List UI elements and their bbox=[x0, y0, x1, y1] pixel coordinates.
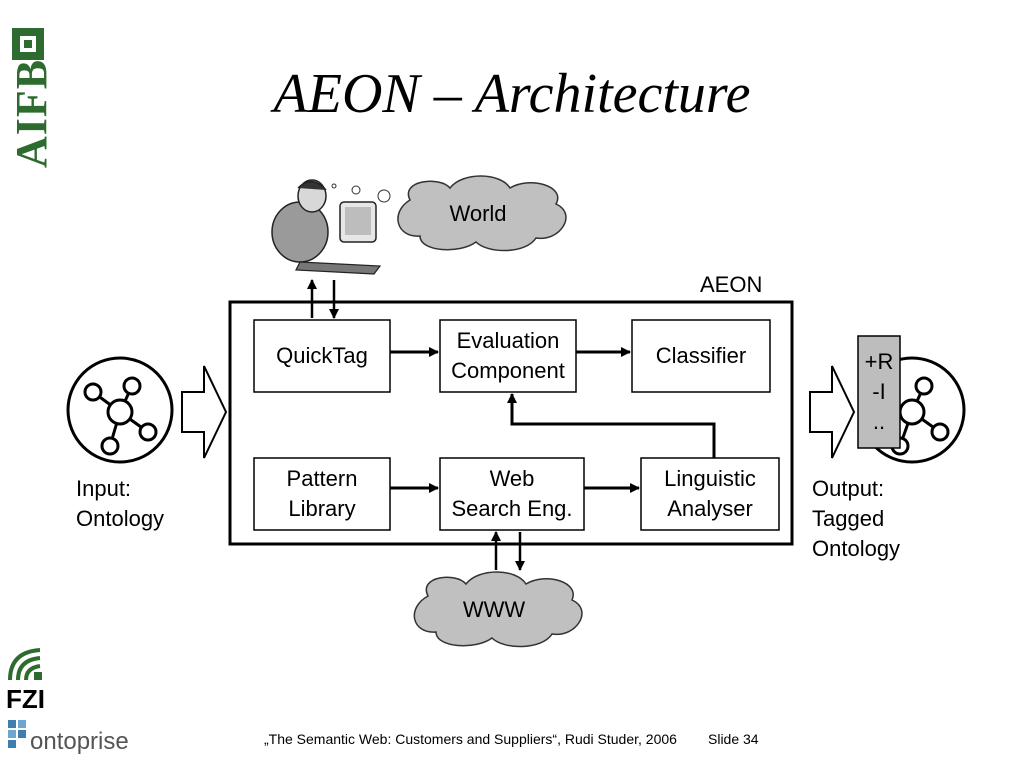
page-title: AEON – Architecture bbox=[273, 63, 751, 125]
www-cloud-label: WWW bbox=[462, 597, 526, 622]
tag-card-label: +R -I .. bbox=[864, 349, 894, 434]
pattern-library-label: Pattern Library bbox=[286, 466, 358, 521]
linguistic-analyser-label: Linguistic Analyser bbox=[664, 466, 756, 521]
ontoprise-wordmark: ontoprise bbox=[30, 728, 129, 755]
arrow-linguistic-evaluation bbox=[507, 393, 716, 458]
classifier-label: Classifier bbox=[655, 343, 747, 368]
output-flow-arrow bbox=[809, 365, 856, 459]
output-label: Output: Tagged Ontology bbox=[812, 476, 901, 561]
world-cloud-label: World bbox=[449, 201, 507, 226]
aifb-emblem-icon bbox=[12, 28, 44, 60]
quicktag-label: QuickTag bbox=[276, 343, 368, 368]
input-flow-arrow bbox=[181, 365, 228, 459]
ontoprise-emblem-icon bbox=[8, 720, 26, 748]
evaluation-label: Evaluation Component bbox=[451, 328, 565, 383]
footer-citation: „The Semantic Web: Customers and Supplie… bbox=[264, 731, 677, 747]
input-label: Input: Ontology bbox=[76, 476, 165, 531]
input-ontology-icon bbox=[66, 356, 174, 464]
fzi-emblem-icon bbox=[8, 648, 42, 681]
aeon-container-label: AEON bbox=[700, 272, 763, 297]
fzi-wordmark: FZI bbox=[6, 684, 45, 714]
web-search-label: Web Search Eng. bbox=[451, 466, 573, 521]
slide-number: Slide 34 bbox=[708, 731, 759, 747]
user-at-computer-icon bbox=[271, 179, 391, 275]
